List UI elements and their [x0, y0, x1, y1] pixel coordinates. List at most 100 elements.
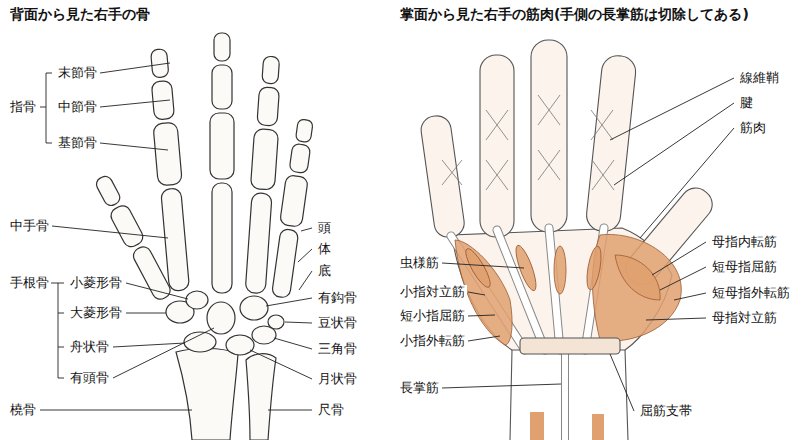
carpal-bone [240, 296, 268, 320]
leader-line [100, 143, 168, 150]
muscle [615, 255, 660, 300]
part-label: 頭 [316, 221, 333, 236]
part-label: 筋肉 [738, 121, 768, 136]
bone-drawing [245, 193, 272, 294]
part-label: 短母指外転筋 [710, 286, 792, 301]
leader-line [298, 249, 312, 262]
part-label: 底 [316, 264, 333, 279]
leader-line [610, 78, 734, 140]
hand-drawing [419, 40, 718, 440]
tendon [561, 350, 569, 440]
leader-line [52, 226, 168, 238]
leader-line [40, 73, 52, 143]
carpal-bone [226, 335, 254, 355]
leader-line [126, 313, 166, 314]
leader-line [40, 410, 192, 411]
part-label: 小菱形骨 [68, 276, 124, 291]
bone-drawing [295, 119, 313, 143]
bone-drawing [280, 175, 309, 228]
tendon [451, 228, 604, 440]
forearm [510, 350, 628, 440]
part-label: 線維鞘 [738, 71, 781, 86]
part-label: 母指対立筋 [710, 311, 779, 326]
muscle [554, 246, 566, 294]
leader-line [113, 343, 185, 347]
bone-drawing [147, 48, 192, 291]
part-label: 橈骨 [8, 403, 38, 418]
leader-line [614, 103, 734, 185]
leader-line [660, 267, 706, 290]
fibrous-sheath [538, 95, 560, 180]
part-label: 有鈎骨 [316, 291, 359, 306]
leader-line [442, 78, 734, 411]
part-label: 尺骨 [316, 403, 346, 418]
leader-line [299, 271, 312, 290]
bone-drawing [153, 122, 182, 186]
part-label: 有頭骨 [68, 371, 111, 386]
part-label: 屈筋支帯 [638, 404, 694, 419]
leader-line [51, 283, 64, 378]
leader-line [442, 263, 524, 268]
part-label: 末節骨 [56, 66, 99, 81]
finger [419, 114, 466, 239]
part-label: 豆状骨 [316, 316, 359, 331]
part-label: 小指外転筋 [398, 334, 467, 349]
muscle [462, 246, 494, 290]
group-label: 手根骨 [8, 276, 51, 291]
part-label: 三角骨 [316, 342, 359, 357]
part-label: 虫様筋 [398, 256, 441, 271]
part-label: 短母指屈筋 [710, 260, 779, 275]
part-label: 中手骨 [8, 219, 51, 234]
part-label: 母指内転筋 [710, 235, 779, 250]
finger [480, 55, 514, 237]
bone-drawing [108, 203, 145, 249]
heading: 掌面から見た右手の筋肉(手側の長掌筋は切除してある) [398, 6, 751, 22]
fibrous-sheath [591, 110, 614, 190]
leader-line [652, 242, 706, 275]
leader-line [468, 292, 485, 295]
part-label: 小指対立筋 [398, 285, 467, 300]
heading: 背面から見た右手の骨 [8, 6, 152, 22]
forearm-muscle [530, 412, 544, 440]
part-label: 舟状骨 [68, 340, 111, 355]
radius-bone [176, 349, 238, 440]
leader-line [40, 63, 312, 410]
part-label: 体 [316, 242, 333, 257]
bone-drawing [289, 143, 311, 173]
bone-drawing [270, 118, 317, 298]
part-label: 基節骨 [56, 136, 99, 151]
fibrous-sheath [442, 95, 614, 190]
leader-line [442, 384, 561, 388]
muscle [593, 234, 682, 340]
leader-line [100, 100, 170, 107]
leader-line [285, 322, 312, 323]
bone-drawing [214, 33, 230, 61]
leader-line [266, 298, 312, 306]
bone-drawing [257, 87, 280, 126]
group-label: 指骨 [8, 100, 38, 115]
tendon [451, 228, 604, 350]
fibrous-sheath [486, 110, 508, 190]
part-label: 中節骨 [56, 100, 99, 115]
bone-drawing [94, 174, 122, 208]
bone-drawing [212, 183, 232, 293]
bone-drawing [212, 65, 232, 109]
leader-line [646, 318, 706, 320]
bone-drawing [250, 129, 278, 191]
part-label: 長掌筋 [398, 381, 441, 396]
tendon [562, 352, 568, 440]
leader-line [113, 328, 214, 378]
leader-line [250, 350, 312, 379]
finger [585, 54, 637, 233]
leader-line [468, 315, 495, 316]
flexor-retinaculum [520, 338, 620, 354]
leader-line [610, 354, 634, 411]
part-label: 月状骨 [316, 372, 359, 387]
bone-drawing [161, 188, 190, 291]
part-label: 大菱形骨 [68, 306, 124, 321]
part-label: 腱 [738, 96, 755, 111]
leader-line [274, 338, 312, 349]
carpal-bone [252, 326, 276, 344]
